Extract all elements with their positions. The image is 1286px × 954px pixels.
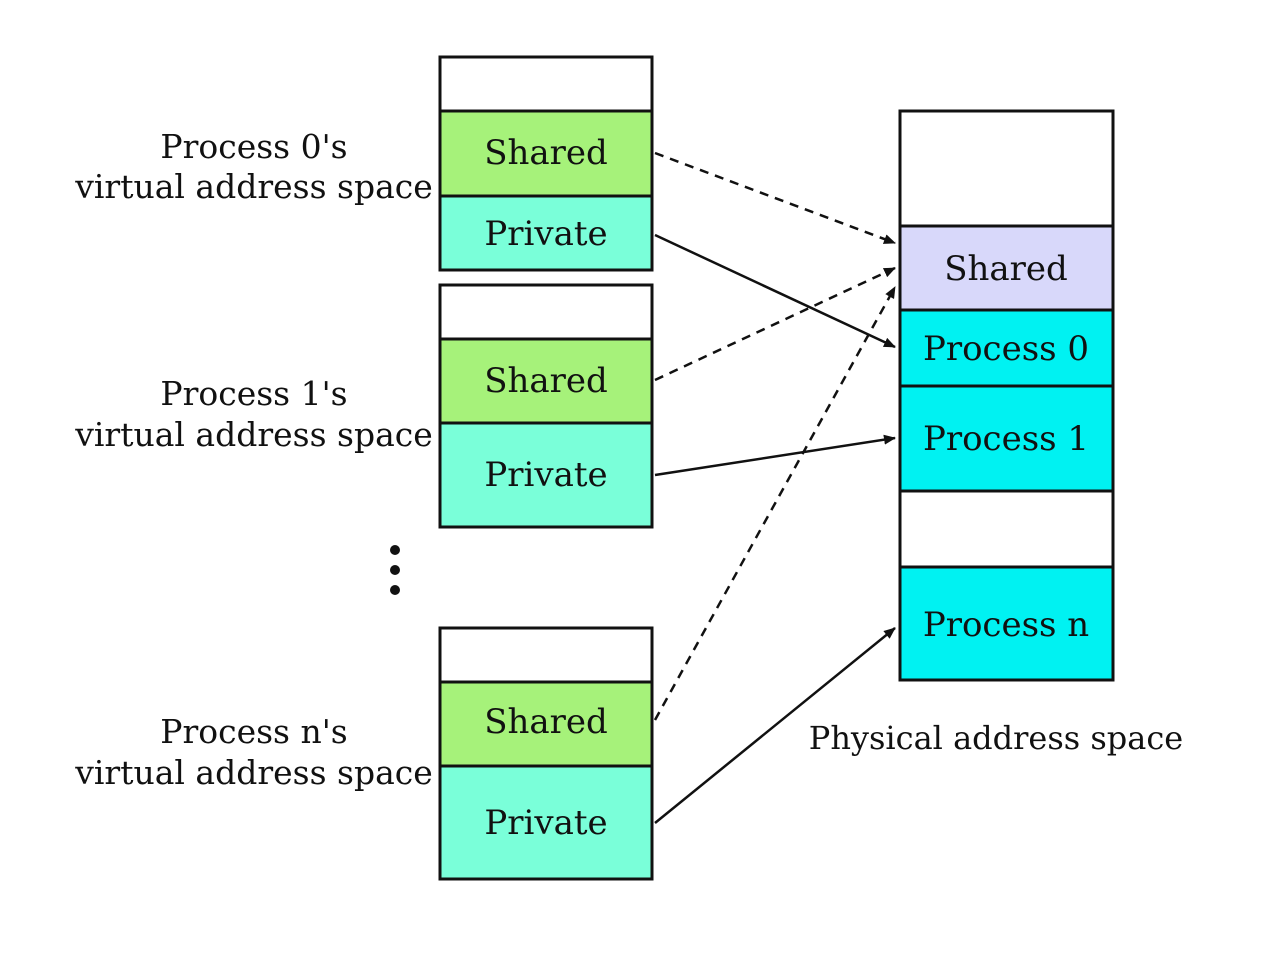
process-n-private-label: Private	[484, 803, 607, 843]
physical-shared-label: Shared	[944, 249, 1068, 289]
physical-process-0-label: Process 0	[923, 329, 1089, 369]
process-1-private-segment	[438, 421, 654, 529]
process-1-private-arrow	[654, 434, 896, 477]
process-0-private-arrow	[654, 233, 896, 349]
process-0-label-line1: Process 0's	[160, 127, 347, 166]
process-n-shared-label: Shared	[484, 702, 608, 742]
ellipsis-dots	[390, 545, 400, 595]
process-n-empty-segment	[438, 626, 654, 684]
process-0-shared-segment	[438, 109, 654, 198]
ellipsis-dot	[390, 585, 400, 595]
ellipsis-dot	[390, 565, 400, 575]
mapping-arrows	[653, 151, 897, 824]
process-0-private-label: Private	[484, 214, 607, 254]
process-n-private-arrow	[654, 627, 896, 824]
process-1-shared-label: Shared	[484, 361, 608, 401]
process-0-empty-segment	[438, 55, 654, 113]
process-n-label-line1: Process n's	[160, 712, 347, 751]
process-1-label-line2: virtual address space	[74, 415, 433, 454]
process-0-shared-arrow	[654, 151, 896, 245]
process-1-empty-segment	[438, 283, 654, 341]
process-n-virtual-space: Process n's virtual address space Shared…	[74, 626, 654, 881]
process-n-private-segment	[438, 764, 654, 881]
process-1-virtual-space: Process 1's virtual address space Shared…	[74, 283, 654, 529]
physical-empty-middle-segment	[898, 489, 1115, 569]
process-1-label-line1: Process 1's	[160, 374, 347, 413]
physical-process-0-segment	[898, 308, 1115, 388]
process-n-shared-arrow	[653, 286, 897, 721]
physical-process-n-label: Process n	[923, 605, 1089, 645]
physical-process-1-label: Process 1	[923, 419, 1089, 459]
physical-process-n-segment	[898, 565, 1115, 682]
physical-empty-top-segment	[898, 109, 1115, 228]
process-0-shared-label: Shared	[484, 133, 608, 173]
ellipsis-dot	[390, 545, 400, 555]
process-1-shared-arrow	[654, 266, 896, 382]
physical-address-space: Shared Process 0 Process 1 Process n Phy…	[809, 109, 1183, 757]
process-0-label-line2: virtual address space	[74, 167, 433, 206]
physical-address-space-title: Physical address space	[809, 719, 1183, 757]
process-0-virtual-space: Process 0's virtual address space Shared…	[74, 55, 654, 272]
process-1-private-label: Private	[484, 455, 607, 495]
process-0-private-segment	[438, 194, 654, 272]
process-n-label-line2: virtual address space	[74, 753, 433, 792]
